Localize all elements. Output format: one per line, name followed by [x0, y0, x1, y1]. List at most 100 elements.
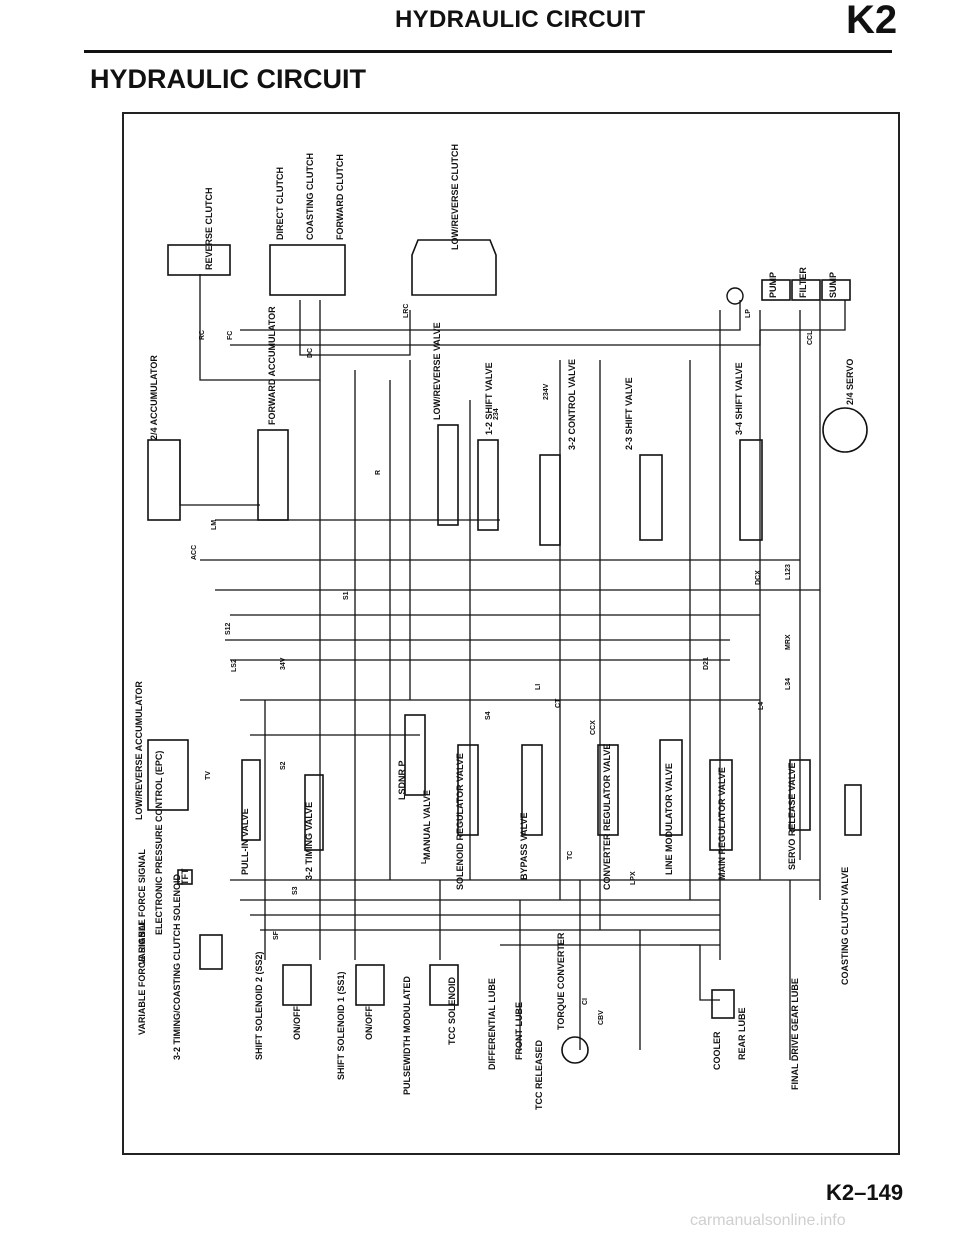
watermark: carmanualsonline.info: [690, 1212, 846, 1229]
header-rule: [84, 50, 892, 53]
label-shift-solenoid-2: SHIFT SOLENOID 2 (SS2): [254, 951, 264, 1060]
code-s1: S1: [343, 591, 350, 600]
orifice-check-ball-icon: [726, 287, 744, 305]
line-modulator-valve-body: [659, 739, 683, 836]
label-tcc-released: TCC RELEASED: [534, 1039, 544, 1110]
label-pull-in-valve: PULL-IN VALVE: [240, 808, 250, 875]
clutch-pack-box: [269, 244, 346, 296]
label-low-reverse-valve: LOW/REVERSE VALVE: [432, 322, 442, 420]
code-mrx: MRX: [785, 634, 792, 650]
label-pulsewidth-modulated: PULSEWIDTH MODULATED: [402, 976, 412, 1095]
shift-valve-34-body: [739, 439, 763, 541]
label-servo-24: 2/4 SERVO: [845, 359, 855, 405]
manual-valve-body: [404, 714, 426, 796]
code-ls2: LS2: [231, 659, 238, 672]
tft-box: [177, 869, 193, 885]
code-234: 234: [493, 408, 500, 420]
line-reverse-clutch: [199, 274, 321, 381]
code-234v: 234V: [543, 383, 550, 400]
line-forward-clutch: [299, 300, 411, 356]
code-ci: CI: [582, 998, 589, 1005]
main-regulator-valve-body: [709, 759, 733, 851]
reverse-clutch-box: [167, 244, 231, 276]
label-cooler: COOLER: [712, 1031, 722, 1070]
label-timing-valve-32: 3-2 TIMING VALVE: [304, 802, 314, 880]
servo-24-circle: [822, 407, 868, 453]
timing-valve-32-body: [304, 774, 324, 851]
code-sf: SF: [273, 930, 280, 940]
code-acc: ACC: [191, 545, 198, 560]
sump-box: [821, 279, 851, 301]
low-reverse-valve-body: [437, 424, 459, 526]
code-l123: L123: [785, 564, 792, 580]
pull-in-valve-body: [241, 759, 261, 841]
code-dcx: DCX: [755, 570, 762, 585]
label-vfs-1: VARIABLE FORCE SIGNAL: [137, 849, 147, 965]
code-s2: S2: [280, 761, 287, 770]
label-on-off-1: ON/OFF: [292, 1006, 302, 1040]
tcc-solenoid-box: [429, 964, 459, 1006]
filter-box: [791, 279, 821, 301]
label-shift-valve-23: 2-3 SHIFT VALVE: [624, 377, 634, 450]
label-epc: ELECTRONIC PRESSURE CONTROL (EPC): [154, 751, 164, 935]
label-front-lube: FRONT LUBE: [514, 1002, 524, 1060]
section-title: HYDRAULIC CIRCUIT: [90, 64, 366, 94]
label-coasting-clutch: COASTING CLUTCH: [305, 153, 315, 240]
control-valve-32-body: [539, 454, 561, 546]
torque-converter-circle: [561, 1036, 589, 1064]
label-accumulator-24: 2/4 ACCUMULATOR: [149, 355, 159, 440]
header-title: HYDRAULIC CIRCUIT: [395, 6, 646, 33]
line-cooler: [680, 944, 720, 1001]
timing-coasting-solenoid-box: [199, 934, 223, 970]
label-torque-converter: TORQUE CONVERTER: [556, 932, 566, 1030]
label-final-drive-gear-lube: FINAL DRIVE GEAR LUBE: [790, 978, 800, 1090]
diagram-frame: [122, 112, 900, 1155]
code-l: L: [421, 859, 428, 864]
code-fc: FC: [227, 331, 234, 340]
code-ccx: CCX: [590, 720, 597, 735]
code-rc: RC: [199, 330, 206, 340]
label-servo-release-valve: SERVO RELEASE VALVE: [787, 762, 797, 870]
code-lrc: LRC: [403, 304, 410, 318]
hydraulic-lines: [179, 274, 846, 1060]
header-code: K2: [846, 0, 898, 42]
label-timing-coasting-solenoid: 3-2 TIMING/COASTING CLUTCH SOLENOID: [172, 873, 182, 1060]
forward-accumulator-box: [257, 429, 289, 521]
label-vfs-2: VARIABLE FORCE SIGNAL: [137, 919, 147, 1035]
low-reverse-clutch-box: [411, 239, 497, 296]
label-on-off-2: ON/OFF: [364, 1006, 374, 1040]
label-forward-accumulator: FORWARD ACCUMULATOR: [267, 306, 277, 425]
label-control-valve-32: 3-2 CONTROL VALVE: [567, 359, 577, 450]
label-rear-lube: REAR LUBE: [737, 1007, 747, 1060]
label-tcc-solenoid: TCC SOLENOID: [447, 976, 457, 1045]
code-s12: S12: [225, 622, 232, 635]
shift-valve-23-body: [639, 454, 663, 541]
label-direct-clutch: DIRECT CLUTCH: [275, 167, 285, 240]
label-coasting-clutch-valve: COASTING CLUTCH VALVE: [840, 867, 850, 985]
code-34v: 34V: [280, 657, 287, 670]
label-pump: PUMP: [768, 272, 778, 298]
code-lm: LM: [211, 520, 218, 530]
line-ccl-mid: [230, 310, 761, 346]
code-r: R: [375, 470, 382, 475]
code-dc: DC: [307, 348, 314, 358]
code-lp: LP: [745, 309, 752, 318]
low-reverse-accumulator-box: [147, 739, 189, 811]
pump-box: [761, 279, 791, 301]
accumulator-24-box: [147, 439, 181, 521]
coasting-clutch-valve-body: [844, 784, 862, 836]
line-ccl-top: [240, 300, 741, 331]
code-ccl: CCL: [807, 330, 814, 345]
label-bypass-valve: BYPASS VALVE: [519, 812, 529, 880]
label-line-modulator-valve: LINE MODULATOR VALVE: [664, 763, 674, 875]
page-number: K2–149: [826, 1180, 904, 1205]
code-lpx: LPX: [630, 871, 637, 885]
code-l34: L34: [785, 678, 792, 690]
code-s3: S3: [292, 886, 299, 895]
code-li: LI: [535, 684, 542, 690]
label-shift-solenoid-1: SHIFT SOLENOID 1 (SS1): [336, 971, 346, 1080]
cooler-box: [711, 989, 735, 1019]
bypass-valve-body: [521, 744, 543, 836]
code-d21: D21: [703, 657, 710, 670]
